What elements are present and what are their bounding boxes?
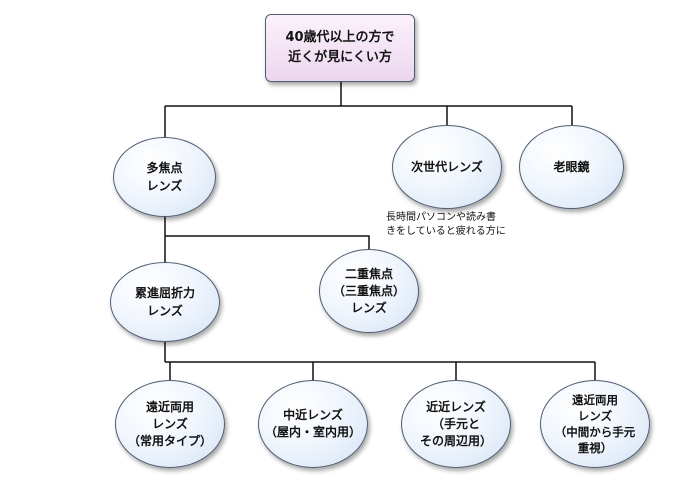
far-near-lens-node: 遠近両用 レンズ （常用タイプ） (115, 380, 225, 468)
connector-level2-bar (165, 235, 370, 249)
next-gen-note: 長時間パソコンや読み書 きをしていると疲れる方に (386, 212, 506, 237)
mid-near-lens-node: 中近レンズ （屋内・室内用） (258, 380, 368, 468)
multifocal-lens-node: 多焦点 レンズ (113, 137, 216, 217)
bifocal-lens-node: 二重焦点 （三重焦点） レンズ (319, 249, 419, 333)
near-near-lens-node: 近近レンズ （手元と その周辺用） (401, 380, 511, 468)
progressive-lens-node: 累進屈折力 レンズ (110, 262, 220, 342)
reading-glasses-node: 老眼鏡 (519, 125, 624, 209)
next-gen-lens-node: 次世代レンズ (392, 125, 502, 209)
root-node: 40歳代以上の方で 近くが見にくい方 (265, 14, 415, 82)
far-near-mid-focus-lens-node: 遠近両用 レンズ （中間から手元 重視） (540, 380, 650, 468)
